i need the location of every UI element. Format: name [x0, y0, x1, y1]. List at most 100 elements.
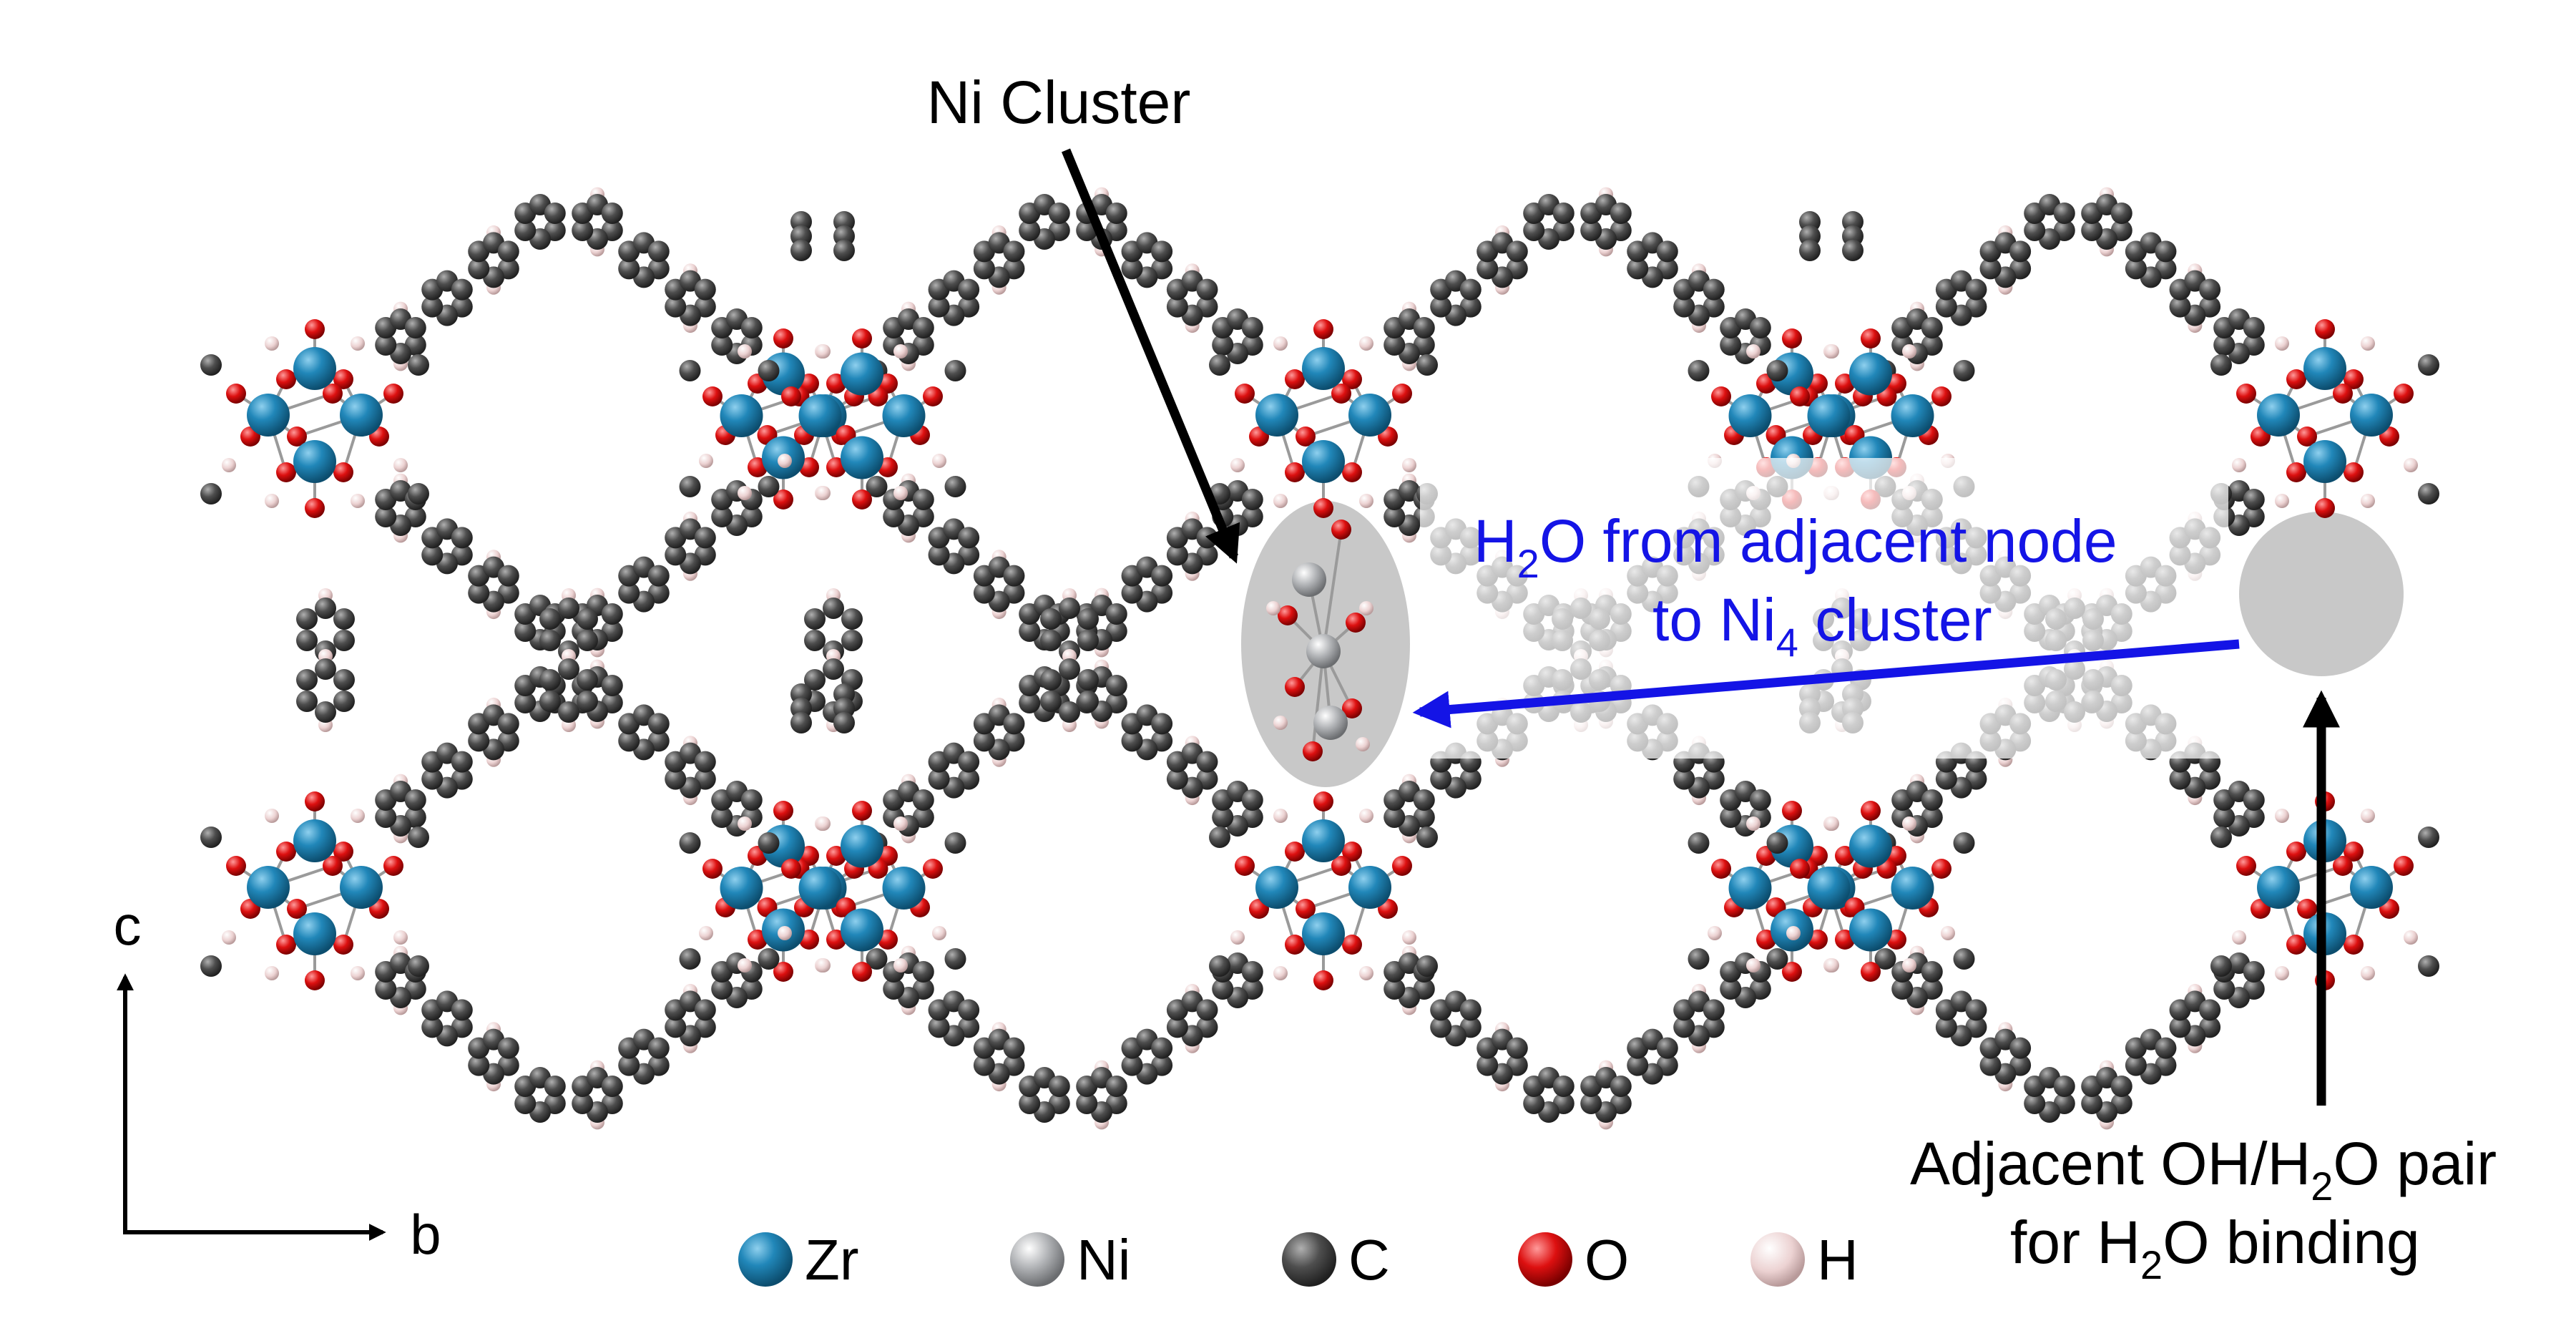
c-atom — [665, 768, 687, 790]
c-atom — [1688, 948, 1710, 970]
legend-zr-label: Zr — [805, 1228, 859, 1292]
h-atom — [1708, 926, 1722, 940]
h-atom — [265, 809, 279, 823]
c-atom — [1105, 203, 1127, 224]
o-atom — [1392, 856, 1412, 876]
o-atom — [2315, 498, 2335, 518]
zr-atom — [1728, 867, 1772, 910]
o-atom — [2297, 426, 2317, 447]
o-atom — [1285, 935, 1305, 955]
c-atom — [1979, 258, 2002, 280]
h-atom — [222, 930, 236, 945]
o-atom — [1342, 935, 1362, 955]
c-atom — [601, 1076, 623, 1097]
o-atom — [1790, 386, 1810, 406]
o-atom — [1235, 384, 1255, 404]
c-atom — [694, 527, 716, 549]
h-atom — [816, 344, 831, 359]
o-atom — [1861, 962, 1881, 982]
c-atom — [1935, 1016, 1957, 1038]
c-atom — [1874, 948, 1896, 970]
c-atom — [375, 806, 397, 828]
o-atom — [1278, 605, 1298, 625]
c-atom — [711, 978, 733, 1000]
h-atom — [1902, 816, 1916, 831]
zr-atom — [1807, 394, 1851, 437]
c-atom — [1121, 582, 1143, 604]
h-atom — [2361, 494, 2375, 508]
o-atom — [1331, 384, 1351, 404]
h-atom — [265, 336, 279, 351]
zr-atom — [2303, 347, 2346, 390]
o-atom — [1342, 369, 1362, 389]
b-axis-label: b — [410, 1203, 441, 1266]
c-atom — [1891, 978, 1914, 1000]
o-atom — [2344, 935, 2364, 955]
c-atom — [539, 608, 562, 630]
o-atom — [1711, 386, 1731, 406]
c-atom — [973, 1054, 995, 1076]
c-atom — [758, 832, 780, 854]
o-atom — [852, 962, 872, 982]
o-atom — [773, 328, 793, 348]
o-atom — [333, 462, 353, 482]
c-atom — [1799, 240, 1821, 261]
zr-atom — [1255, 866, 1298, 909]
c-atom — [833, 712, 855, 733]
c-atom — [1151, 1037, 1173, 1059]
c-atom — [1766, 360, 1788, 381]
zr-atom — [2257, 866, 2300, 909]
c-atom — [2053, 203, 2075, 224]
zr-atom — [2350, 394, 2393, 437]
c-atom — [2199, 278, 2221, 301]
legend-h-label: H — [1817, 1228, 1858, 1292]
c-atom — [1241, 789, 1263, 811]
c-atom — [1766, 832, 1788, 854]
c-atom — [1212, 334, 1234, 356]
zr-atom — [841, 908, 883, 952]
h-atom — [1402, 930, 1416, 945]
c-atom — [421, 768, 444, 790]
o-atom — [852, 801, 872, 821]
c-atom — [1166, 296, 1188, 318]
c-atom — [711, 334, 733, 356]
c-atom — [912, 789, 934, 811]
o-atom — [781, 859, 801, 879]
oh-h2o-pair-zone — [2239, 512, 2404, 676]
h-atom — [1273, 716, 1288, 730]
o-atom — [1861, 801, 1881, 821]
o-atom — [276, 369, 296, 389]
c-atom — [296, 669, 318, 691]
h-atom — [738, 958, 752, 972]
o-atom — [2297, 899, 2317, 919]
o-atom — [1782, 801, 1802, 821]
c-atom — [665, 296, 687, 318]
o-atom — [2286, 369, 2306, 389]
h-atom — [816, 816, 831, 831]
h-atom — [265, 494, 279, 508]
o-atom — [2394, 384, 2414, 404]
o-atom — [1296, 899, 1316, 919]
pair-label-line2: for H2O binding — [2010, 1209, 2420, 1287]
c-atom — [1688, 360, 1710, 381]
c-atom — [1003, 240, 1025, 263]
c-atom — [1610, 1076, 1632, 1097]
c-atom — [1413, 317, 1435, 338]
c-atom — [973, 730, 995, 752]
c-atom — [315, 701, 336, 723]
c-atom — [2155, 240, 2177, 263]
c-atom — [1384, 806, 1406, 828]
c-atom — [912, 961, 934, 983]
c-atom — [1416, 955, 1438, 977]
h-atom — [2404, 458, 2418, 472]
zr-atom — [1348, 394, 1391, 437]
o-atom — [1285, 462, 1305, 482]
c-atom — [1627, 1054, 1649, 1076]
c-atom — [1523, 220, 1545, 241]
c-atom — [912, 317, 934, 338]
c-atom — [1688, 832, 1710, 854]
c-atom — [296, 608, 318, 630]
element-legend: Zr Ni C O H — [738, 1228, 1858, 1292]
c-atom — [1151, 713, 1173, 735]
o-atom — [2236, 856, 2256, 876]
